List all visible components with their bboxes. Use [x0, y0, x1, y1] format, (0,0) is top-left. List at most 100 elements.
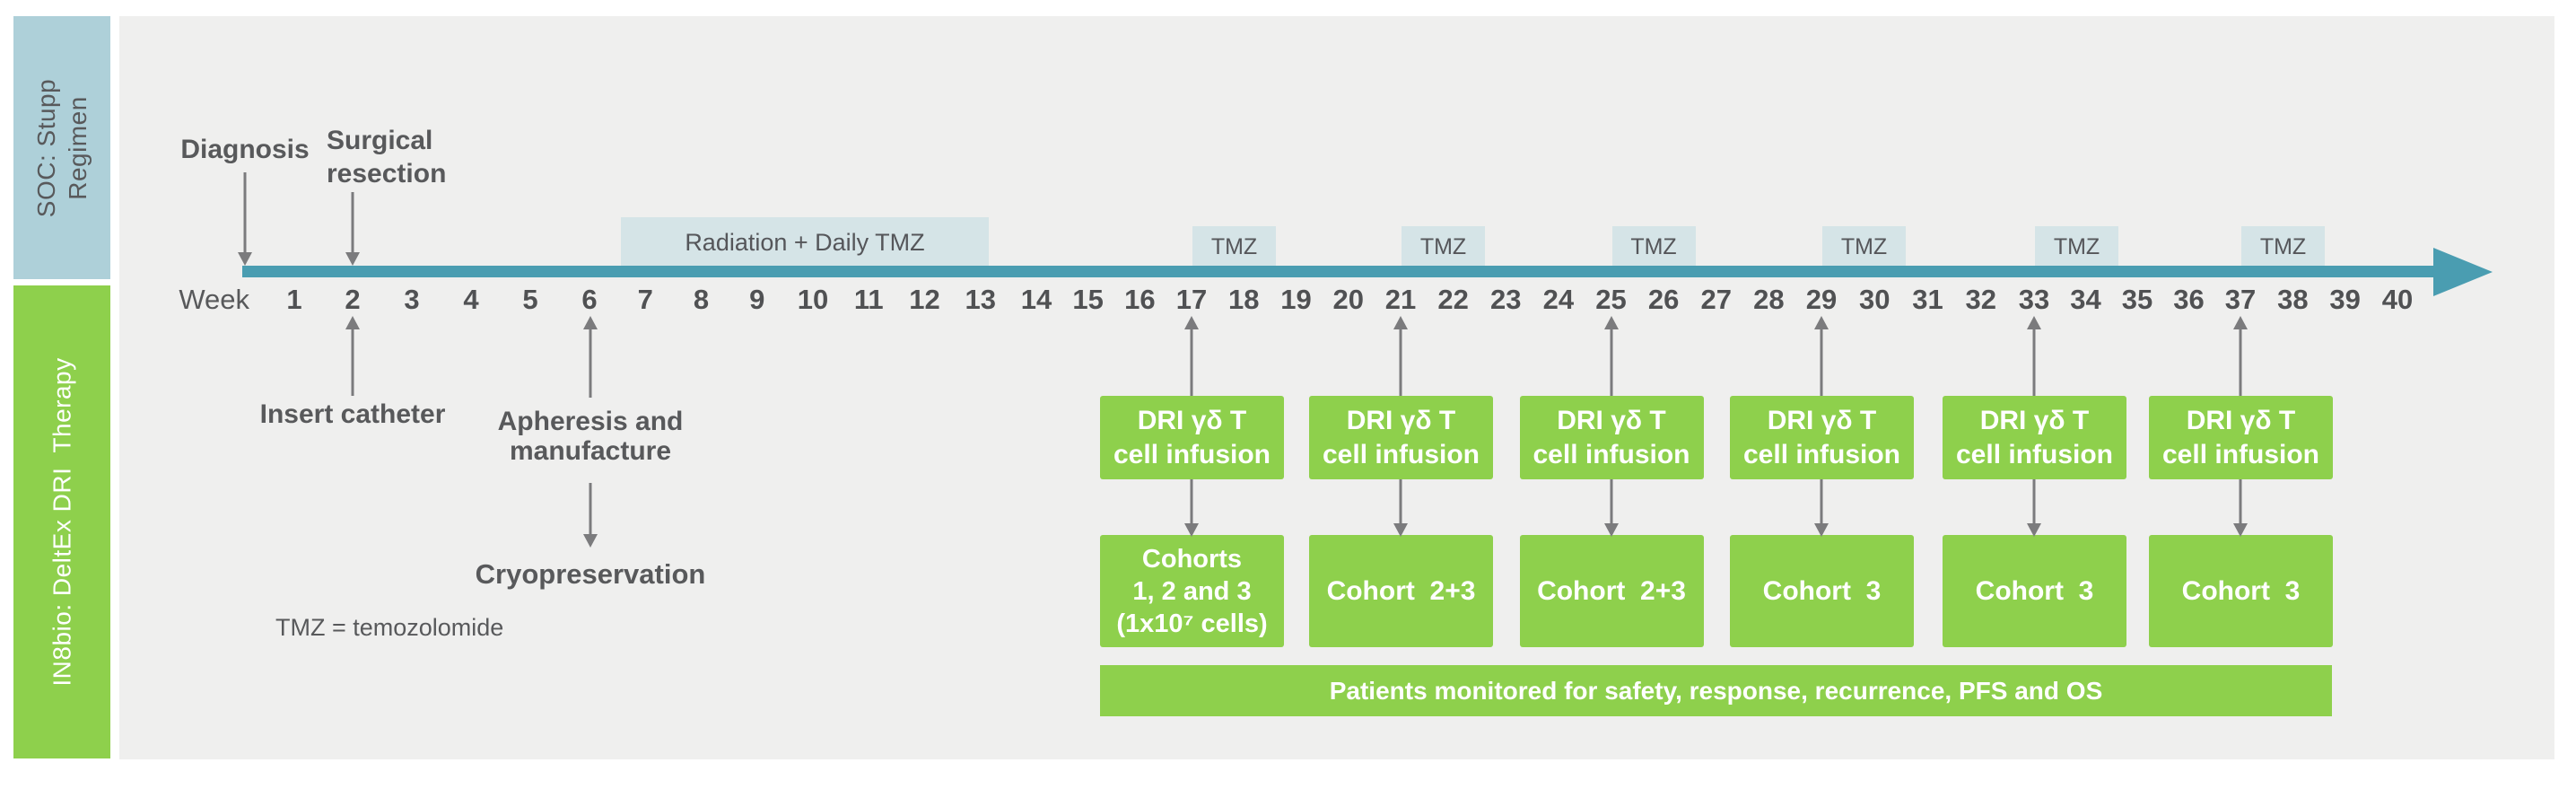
week-number-37: 37 [2224, 284, 2257, 315]
week-number-12: 12 [909, 284, 940, 315]
week-number-24: 24 [1542, 284, 1575, 315]
diagnosis-arrow [237, 172, 253, 266]
infusion-box-week-29: DRI γδ T cell infusion [1730, 396, 1914, 479]
tmz-box-label: TMZ [1210, 233, 1258, 259]
arrow-shaft [351, 328, 354, 396]
up-arrowhead-icon [1814, 316, 1829, 329]
cohort-box-label: Cohort 3 [1975, 576, 2094, 606]
week-number-8: 8 [693, 284, 710, 315]
up-arrowhead-icon [1184, 316, 1199, 329]
week-number-15: 15 [1072, 284, 1104, 315]
infusion-box-week-17: DRI γδ T cell infusion [1100, 396, 1284, 479]
week-number-34: 34 [2070, 284, 2101, 315]
week-number-11: 11 [853, 284, 884, 315]
cohort-arrow-week-21 [1393, 479, 1409, 537]
down-arrowhead-icon [1603, 523, 1619, 537]
week-number-23: 23 [1490, 284, 1522, 315]
tmz-box-week-29: TMZ [1822, 226, 1906, 266]
arrow-shaft [1399, 328, 1402, 396]
tmz-box-label: TMZ [2259, 233, 2307, 259]
tmz-box-label: TMZ [1419, 233, 1467, 259]
cohort-box-label: Cohort 3 [1762, 576, 1882, 606]
cohort-box-1: Cohorts 1, 2 and 3 (1x10⁷ cells) [1100, 535, 1284, 647]
infusion-box-label: DRI γδ T cell infusion [1742, 405, 1901, 469]
down-arrowhead-icon [1184, 523, 1199, 537]
infusion-box-week-21: DRI γδ T cell infusion [1309, 396, 1493, 479]
down-arrowhead-icon [1393, 523, 1408, 537]
infusion-box-label: DRI γδ T cell infusion [1113, 405, 1271, 469]
infusion-box-label: DRI γδ T cell infusion [2161, 405, 2320, 469]
diagnosis-label: Diagnosis [180, 135, 310, 164]
cohort-box-label: Cohort 3 [2181, 576, 2301, 606]
cohort-box-label: Cohort 2+3 [1326, 576, 1476, 606]
arrow-shaft [351, 192, 354, 254]
week-number-31: 31 [1912, 284, 1943, 315]
week-number-35: 35 [2121, 284, 2153, 315]
tmz-box-label: TMZ [1630, 233, 1677, 259]
tmz-box-label: TMZ [1840, 233, 1888, 259]
week-number-16: 16 [1124, 284, 1156, 315]
timeline-bar [242, 266, 2433, 277]
surgical-resection-label: Surgical resection [327, 126, 447, 188]
up-arrowhead-icon [2027, 316, 2041, 329]
arrow-shaft [1610, 328, 1612, 396]
week-number-26: 26 [1647, 284, 1680, 315]
infusion-arrow-week-29 [1813, 316, 1829, 396]
week-number-6: 6 [581, 284, 598, 315]
infusion-box-label: DRI γδ T cell infusion [1322, 405, 1480, 469]
cohort-box-2: Cohort 2+3 [1309, 535, 1493, 647]
insert-catheter-label: Insert catheter [259, 399, 446, 429]
cohort-box-label: Cohort 2+3 [1537, 576, 1686, 606]
cohort-arrow-week-37 [2232, 479, 2249, 537]
week-number-3: 3 [404, 284, 420, 315]
sidebar-soc-stupp-regimen: SOC: Stupp Regimen [13, 16, 110, 279]
week-number-1: 1 [286, 284, 302, 315]
cohort-box-3: Cohort 2+3 [1519, 535, 1704, 647]
arrow-shaft [2032, 328, 2036, 396]
tmz-box-week-17: TMZ [1192, 226, 1276, 266]
week-number-9: 9 [749, 284, 765, 315]
cohort-arrow-week-17 [1183, 479, 1200, 537]
radiation-daily-tmz-box: Radiation + Daily TMZ [621, 217, 989, 266]
infusion-box-week-33: DRI γδ T cell infusion [1943, 396, 2126, 479]
surgical-resection-arrow [345, 192, 361, 266]
week-number-19: 19 [1280, 284, 1312, 315]
week-number-21: 21 [1384, 284, 1417, 315]
week-number-33: 33 [2018, 284, 2050, 315]
arrow-shaft [1610, 479, 1612, 525]
arrow-shaft [1399, 479, 1402, 525]
sidebar-soc-label: SOC: Stupp Regimen [32, 78, 92, 217]
infusion-arrow-week-25 [1603, 316, 1620, 396]
cohort-box-label: Cohorts 1, 2 and 3 (1x10⁷ cells) [1116, 544, 1268, 638]
arrow-shaft [2032, 479, 2036, 525]
tmz-box-week-37: TMZ [2241, 226, 2325, 266]
infusion-arrow-week-37 [2232, 316, 2249, 396]
up-arrowhead-icon [345, 316, 360, 329]
tmz-footnote: TMZ = temozolomide [275, 614, 504, 641]
infusion-box-label: DRI γδ T cell infusion [1533, 405, 1690, 469]
week-number-25: 25 [1595, 284, 1627, 315]
week-number-32: 32 [1965, 284, 1996, 315]
tmz-box-week-33: TMZ [2035, 226, 2118, 266]
week-number-36: 36 [2173, 284, 2205, 315]
infusion-arrow-week-21 [1393, 316, 1409, 396]
down-arrowhead-icon [2027, 523, 2041, 537]
apheresis-manufacture-label: Apheresis and manufacture [497, 407, 684, 466]
week-number-20: 20 [1332, 284, 1364, 315]
infusion-arrow-week-17 [1183, 316, 1200, 396]
arrow-shaft [1820, 328, 1823, 396]
arrow-shaft [243, 172, 247, 254]
down-arrowhead-icon [1814, 523, 1829, 537]
week-number-30: 30 [1859, 284, 1891, 315]
apheresis-arrow [582, 316, 598, 398]
arrow-shaft [2239, 479, 2242, 525]
up-arrowhead-icon [1393, 316, 1408, 329]
week-number-18: 18 [1228, 284, 1260, 315]
week-number-29: 29 [1805, 284, 1838, 315]
arrow-shaft [2239, 328, 2242, 396]
infusion-arrow-week-33 [2026, 316, 2042, 396]
infusion-box-week-37: DRI γδ T cell infusion [2149, 396, 2333, 479]
week-number-17: 17 [1175, 284, 1208, 315]
arrow-shaft [589, 483, 592, 536]
